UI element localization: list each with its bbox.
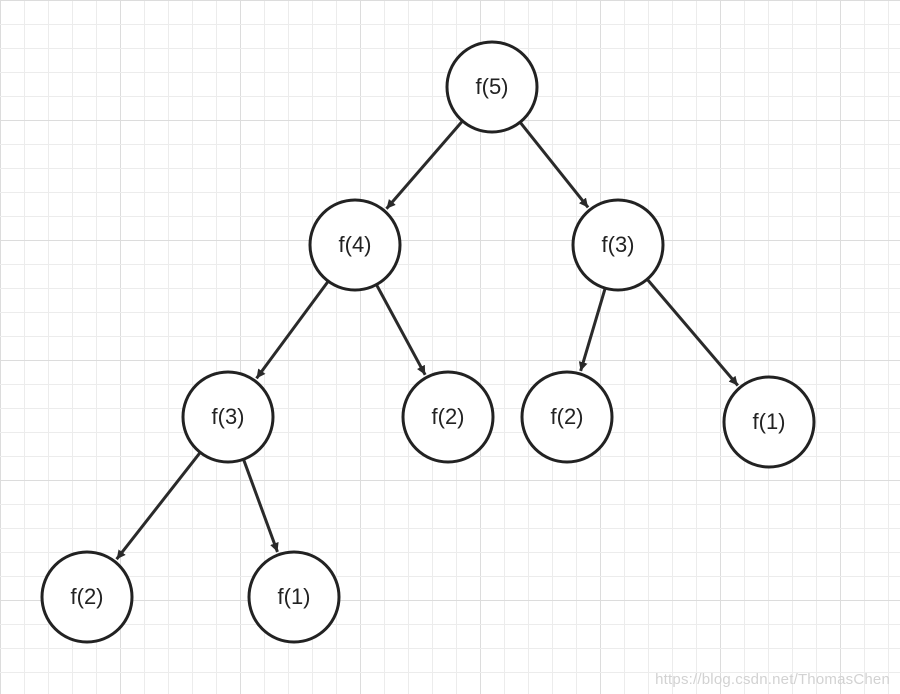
edge-arrow (242, 459, 279, 553)
tree-node: f(2) (401, 370, 495, 464)
node-label: f(5) (476, 74, 509, 99)
node-label: f(4) (339, 232, 372, 257)
edge-arrow (385, 120, 463, 210)
edge-arrow (375, 284, 427, 376)
node-label: f(1) (278, 584, 311, 609)
node-label: f(2) (71, 584, 104, 609)
node-circle (520, 370, 614, 464)
tree-node: f(2) (40, 550, 134, 644)
node-circle (308, 198, 402, 292)
node-label: f(2) (551, 404, 584, 429)
node-label: f(1) (753, 409, 786, 434)
edge-arrow (646, 279, 739, 387)
node-circle (247, 550, 341, 644)
node-label: f(3) (212, 404, 245, 429)
watermark-text: https://blog.csdn.net/ThomasChen (655, 671, 890, 688)
edge-arrow (115, 452, 201, 561)
edge-arrow (519, 122, 590, 209)
tree-node: f(3) (181, 370, 275, 464)
node-circle (722, 375, 816, 469)
tree-node: f(1) (722, 375, 816, 469)
tree-node: f(4) (308, 198, 402, 292)
tree-node: f(1) (247, 550, 341, 644)
node-label: f(3) (602, 232, 635, 257)
tree-node: f(5) (445, 40, 539, 134)
tree-node: f(2) (520, 370, 614, 464)
node-circle (181, 370, 275, 464)
edge-arrow (578, 288, 607, 372)
nodes: f(5) f(4) f(3) f(3) f(2) f(2) f(1) f(2) (40, 40, 816, 644)
node-circle (40, 550, 134, 644)
node-circle (571, 198, 665, 292)
edge-arrow (255, 281, 329, 380)
edges (115, 120, 739, 561)
tree-node: f(3) (571, 198, 665, 292)
node-circle (445, 40, 539, 134)
node-label: f(2) (432, 404, 465, 429)
node-circle (401, 370, 495, 464)
